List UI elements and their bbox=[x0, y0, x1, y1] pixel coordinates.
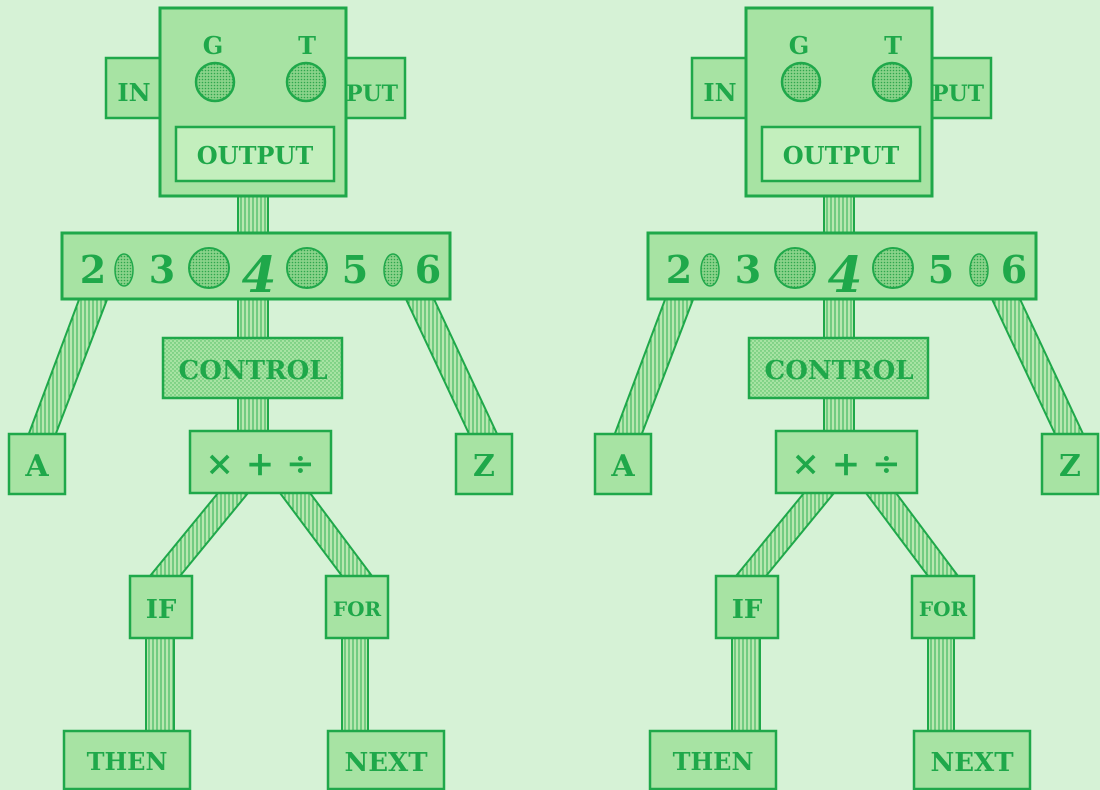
right-ear-label: PUT bbox=[932, 81, 985, 107]
right-hand-box bbox=[1040, 432, 1100, 496]
chest-digit: 2 bbox=[80, 247, 106, 292]
right-arm-rod bbox=[989, 296, 1086, 437]
mouth-box bbox=[760, 125, 922, 183]
right-eye-icon bbox=[285, 61, 327, 103]
left-shin-rod bbox=[145, 637, 175, 735]
right-thigh-rod bbox=[864, 492, 960, 577]
left-hand-box bbox=[7, 432, 67, 496]
mouth-label: OUTPUT bbox=[783, 141, 900, 170]
right-shin-rod bbox=[341, 637, 369, 735]
chest-dot-icon bbox=[114, 253, 134, 287]
control-label: CONTROL bbox=[179, 356, 328, 386]
operators-label: × + ÷ bbox=[205, 444, 314, 484]
right-thigh-rod bbox=[278, 492, 374, 577]
neck-rod bbox=[237, 194, 269, 236]
left-arm-rod bbox=[26, 296, 110, 437]
left-eye-label: G bbox=[203, 31, 224, 60]
operators-box bbox=[774, 429, 919, 495]
right-knee-label: FOR bbox=[333, 597, 382, 621]
chest-digit: 6 bbox=[415, 247, 441, 292]
left-knee-box bbox=[714, 574, 780, 640]
right-arm-rod bbox=[403, 296, 500, 437]
left-thigh-rod bbox=[733, 492, 837, 577]
chest-digit: 3 bbox=[149, 247, 175, 292]
left-foot-box bbox=[648, 729, 778, 790]
chest-eye-icon bbox=[286, 247, 328, 289]
right-hand-box bbox=[454, 432, 514, 496]
right-eye-label: T bbox=[298, 31, 316, 60]
right-eye-icon bbox=[871, 61, 913, 103]
right-ear-label: PUT bbox=[346, 81, 399, 107]
operators-label: × + ÷ bbox=[791, 444, 900, 484]
right-hand-label: Z bbox=[473, 449, 495, 484]
chest-dot-icon bbox=[383, 253, 403, 287]
chest-digit: 6 bbox=[1001, 247, 1027, 292]
left-hand-box bbox=[593, 432, 653, 496]
left-knee-label: IF bbox=[146, 595, 177, 625]
mouth-label: OUTPUT bbox=[197, 141, 314, 170]
neck-rod bbox=[823, 194, 855, 236]
left-shin-rod bbox=[731, 637, 761, 735]
right-knee-box bbox=[910, 574, 976, 640]
left-foot-box bbox=[62, 729, 192, 790]
chest-digit: 2 bbox=[666, 247, 692, 292]
right-knee-box bbox=[324, 574, 390, 640]
left-arm-rod bbox=[612, 296, 696, 437]
left-eye-label: G bbox=[789, 31, 810, 60]
right-foot-box bbox=[326, 729, 446, 790]
right-shin-rod bbox=[927, 637, 955, 735]
left-ear-label: IN bbox=[117, 78, 150, 107]
left-knee-label: IF bbox=[732, 595, 763, 625]
right-foot-label: NEXT bbox=[930, 748, 1014, 778]
left-ear bbox=[690, 56, 750, 120]
chest-digit: 4 bbox=[242, 245, 277, 304]
chest-digit: 5 bbox=[928, 247, 954, 292]
left-hand-label: A bbox=[24, 449, 49, 484]
left-eye-icon bbox=[194, 61, 236, 103]
control-box bbox=[161, 336, 344, 400]
left-foot-label: THEN bbox=[87, 747, 168, 776]
right-eye-label: T bbox=[884, 31, 902, 60]
right-foot-label: NEXT bbox=[344, 748, 428, 778]
chest-digit: 3 bbox=[735, 247, 761, 292]
chest-dot-icon bbox=[969, 253, 989, 287]
chest-digit: 4 bbox=[828, 245, 863, 304]
chest-eye-icon bbox=[872, 247, 914, 289]
spine-rod-lower bbox=[237, 397, 269, 433]
chest-eye-icon bbox=[774, 247, 816, 289]
right-foot-box bbox=[912, 729, 1032, 790]
control-box bbox=[747, 336, 930, 400]
left-ear-label: IN bbox=[703, 78, 736, 107]
control-label: CONTROL bbox=[765, 356, 914, 386]
chest-dot-icon bbox=[700, 253, 720, 287]
robot-figure-2: IN PUT G T OUTPUT 2 3 4 5 6 CONTROL × + … bbox=[593, 6, 1100, 790]
left-ear bbox=[104, 56, 164, 120]
right-ear bbox=[341, 56, 407, 120]
right-knee-label: FOR bbox=[919, 597, 968, 621]
chest-eye-icon bbox=[188, 247, 230, 289]
mouth-box bbox=[174, 125, 336, 183]
right-hand-label: Z bbox=[1059, 449, 1081, 484]
robot-figure-1: IN PUT G T OUTPUT 2 3 4 5 6 CONTROL × + … bbox=[7, 6, 514, 790]
operators-box bbox=[188, 429, 333, 495]
left-hand-label: A bbox=[610, 449, 635, 484]
left-knee-box bbox=[128, 574, 194, 640]
chest-digit: 5 bbox=[342, 247, 368, 292]
left-foot-label: THEN bbox=[673, 747, 754, 776]
left-thigh-rod bbox=[147, 492, 251, 577]
spine-rod-lower bbox=[823, 397, 855, 433]
left-eye-icon bbox=[780, 61, 822, 103]
